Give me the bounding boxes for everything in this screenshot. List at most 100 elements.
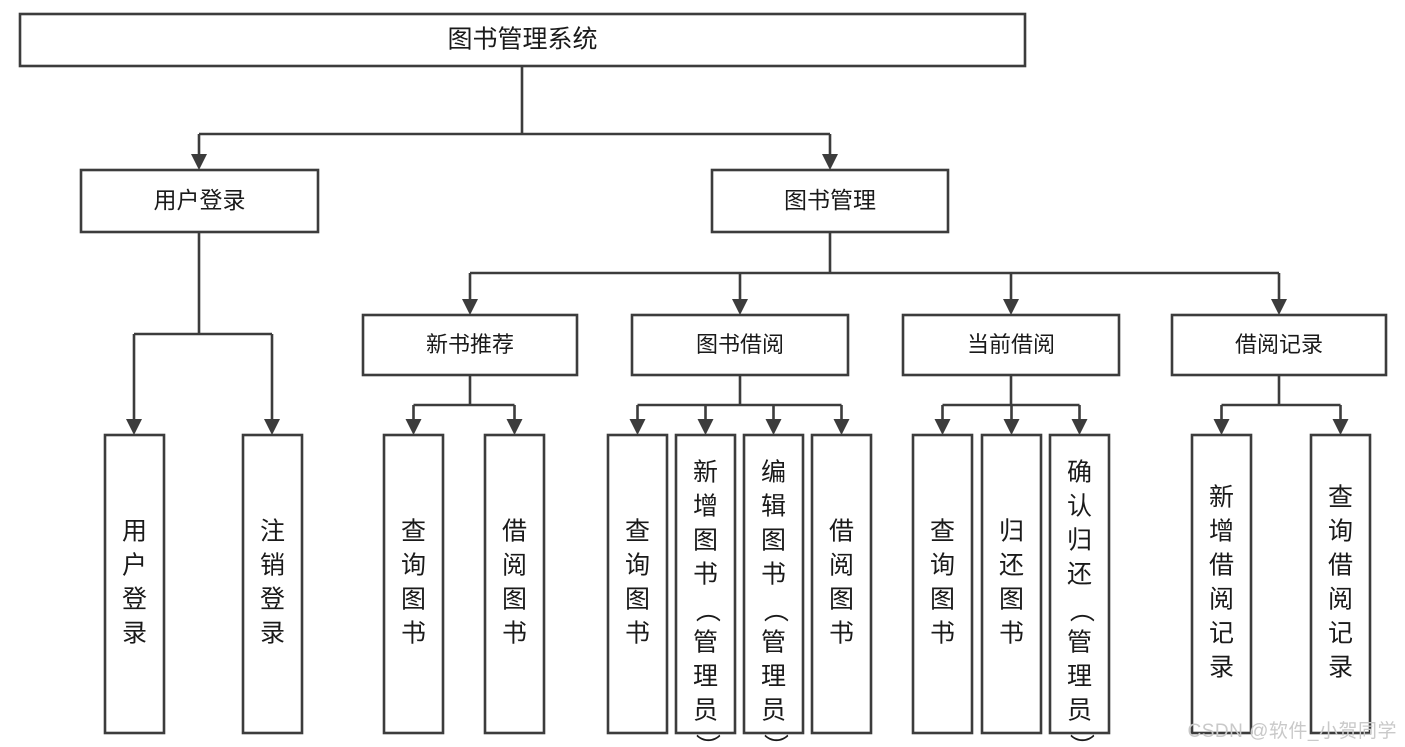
svg-text:录: 录 — [1209, 654, 1234, 682]
svg-text:确: 确 — [1067, 459, 1092, 487]
node-current-borrow-rect[interactable] — [901, 313, 1121, 377]
arrow-head-icon — [833, 419, 850, 435]
arrow-head-icon — [405, 419, 422, 435]
node-leaf-query-record-rect[interactable] — [1309, 433, 1372, 735]
svg-text:询: 询 — [1328, 518, 1353, 546]
svg-text:增: 增 — [693, 493, 718, 521]
node-book-borrow-rect[interactable] — [630, 313, 850, 377]
node-leaf-add-record-rect[interactable] — [1190, 433, 1253, 735]
arrow-head-icon — [732, 299, 748, 315]
node-leaf-query-book-rec-rect[interactable] — [382, 433, 445, 735]
svg-text:书: 书 — [999, 620, 1024, 648]
svg-text:（: （ — [1067, 597, 1095, 622]
node-user-login[interactable]: 用户登录 — [79, 168, 320, 234]
node-borrow-record[interactable]: 借阅记录 — [1170, 313, 1388, 377]
node-leaf-return-book-rect[interactable] — [980, 433, 1043, 735]
svg-text:录: 录 — [1328, 654, 1353, 682]
svg-text:借: 借 — [829, 518, 854, 546]
svg-text:询: 询 — [401, 552, 426, 580]
node-leaf-logout-rect[interactable] — [241, 433, 304, 735]
node-new-book-recommend-rect[interactable] — [361, 313, 579, 377]
node-book-manage[interactable]: 图书管理 — [710, 168, 950, 234]
node-current-borrow[interactable]: 当前借阅 — [901, 313, 1121, 377]
node-title-system-rect[interactable] — [18, 12, 1027, 68]
svg-text:还: 还 — [1067, 561, 1092, 589]
node-book-borrow[interactable]: 图书借阅 — [630, 313, 850, 377]
svg-text:书: 书 — [930, 620, 955, 648]
node-leaf-user-login[interactable]: 用户登录 — [103, 433, 166, 735]
svg-text:用: 用 — [122, 518, 147, 546]
node-new-book-recommend-label: 新书推荐 — [426, 332, 514, 357]
arrow-head-icon — [697, 419, 714, 435]
svg-text:书: 书 — [401, 620, 426, 648]
svg-text:查: 查 — [1328, 484, 1353, 512]
node-leaf-borrow-book-rec-rect[interactable] — [483, 433, 546, 735]
node-leaf-confirm-return-rect[interactable] — [1048, 433, 1111, 735]
node-leaf-user-login-rect[interactable] — [103, 433, 166, 735]
arrow-head-icon — [462, 299, 478, 315]
svg-text:图: 图 — [999, 586, 1024, 614]
node-user-login-rect[interactable] — [79, 168, 320, 234]
arrow-head-icon — [765, 419, 782, 435]
svg-text:新: 新 — [693, 459, 718, 487]
svg-text:新: 新 — [1209, 484, 1234, 512]
svg-text:图: 图 — [502, 586, 527, 614]
svg-text:）: ） — [761, 733, 789, 747]
arrow-head-icon — [264, 419, 280, 435]
node-title-system[interactable]: 图书管理系统 — [18, 12, 1027, 68]
node-new-book-recommend[interactable]: 新书推荐 — [361, 313, 579, 377]
svg-text:记: 记 — [1328, 620, 1353, 648]
node-user-login-label: 用户登录 — [154, 187, 246, 213]
svg-text:员: 员 — [761, 697, 786, 725]
arrow-head-icon — [1071, 419, 1088, 435]
svg-text:借: 借 — [1328, 552, 1353, 580]
svg-text:）: ） — [1067, 733, 1095, 747]
svg-text:管: 管 — [1067, 629, 1092, 657]
svg-text:员: 员 — [1067, 697, 1092, 725]
node-borrow-record-label: 借阅记录 — [1235, 332, 1323, 357]
arrow-head-icon — [1332, 419, 1349, 435]
svg-text:管: 管 — [693, 629, 718, 657]
svg-text:图: 图 — [761, 527, 786, 555]
node-leaf-query-book-cur-rect[interactable] — [911, 433, 974, 735]
node-leaf-borrow-book-rect[interactable] — [810, 433, 873, 735]
node-borrow-record-rect[interactable] — [1170, 313, 1388, 377]
node-book-manage-rect[interactable] — [710, 168, 950, 234]
node-leaf-add-book-rect[interactable] — [674, 433, 737, 735]
node-title-system-label: 图书管理系统 — [447, 26, 597, 54]
svg-text:阅: 阅 — [502, 552, 527, 580]
svg-text:记: 记 — [1209, 620, 1234, 648]
svg-text:查: 查 — [401, 518, 426, 546]
nodes-layer: 图书管理系统用户登录图书管理新书推荐图书借阅当前借阅借阅记录用户登录注销登录查询… — [18, 12, 1388, 747]
arrow-head-icon — [506, 419, 523, 435]
svg-text:阅: 阅 — [1209, 586, 1234, 614]
node-leaf-user-login-label: 用户登录 — [122, 518, 147, 648]
svg-text:辑: 辑 — [761, 493, 786, 521]
svg-text:）: ） — [693, 733, 721, 747]
svg-text:图: 图 — [401, 586, 426, 614]
svg-text:录: 录 — [122, 620, 147, 648]
svg-text:询: 询 — [930, 552, 955, 580]
node-leaf-edit-book-rect[interactable] — [742, 433, 805, 735]
svg-text:阅: 阅 — [1328, 586, 1353, 614]
node-leaf-query-book-rect[interactable] — [606, 433, 669, 735]
